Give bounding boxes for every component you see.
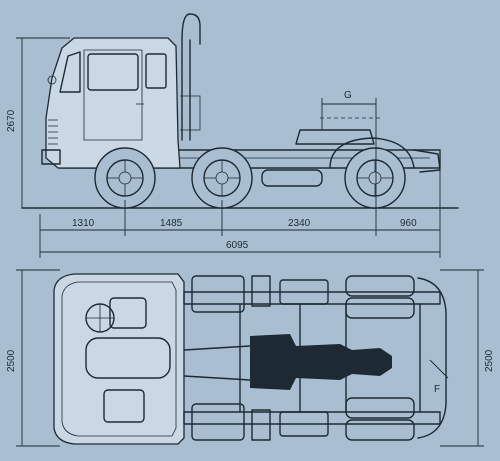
width-right-label: 2500 <box>484 349 495 372</box>
middle-axle-wheel <box>191 147 253 209</box>
front-axle-wheel <box>94 147 156 209</box>
front-bumper <box>41 149 61 165</box>
middle-right-wheel-top <box>279 411 329 437</box>
g-label: G <box>344 90 352 101</box>
rear-light <box>413 149 441 173</box>
width-left-label: 2500 <box>6 349 17 372</box>
rear-left-wheel-inner <box>345 297 415 319</box>
dim-2-label: 1485 <box>160 218 183 229</box>
windshield <box>59 51 81 93</box>
cab-body <box>45 37 181 169</box>
engine-cover <box>85 337 171 379</box>
door-window <box>87 53 139 91</box>
mirror <box>47 75 57 85</box>
dim-3-label: 2340 <box>288 218 311 229</box>
exhaust-stack <box>181 13 201 141</box>
rear-window <box>145 53 167 89</box>
driver-seat <box>109 297 147 329</box>
side-view: 2670 G 1310 1485 2340 960 6095 <box>6 13 459 258</box>
fifth-wheel <box>295 129 375 145</box>
fuel-tank <box>261 169 323 187</box>
rear-end <box>417 277 447 439</box>
rear-right-wheel-outer <box>345 419 415 441</box>
middle-left-wheel-top <box>279 279 329 305</box>
rear-left-wheel-outer <box>345 275 415 297</box>
front-left-wheel-top <box>191 275 245 313</box>
cab-roof <box>53 273 185 445</box>
dim-1-label: 1310 <box>72 218 95 229</box>
height-label: 2670 <box>6 109 17 132</box>
rear-right-wheel-inner <box>345 397 415 419</box>
dim-4-label: 960 <box>400 218 417 229</box>
rear-fender <box>329 137 415 169</box>
f-label: F <box>434 384 440 395</box>
grille <box>48 119 58 145</box>
front-right-wheel-top <box>191 403 245 441</box>
total-length-label: 6095 <box>226 240 249 251</box>
passenger-seat <box>103 389 145 423</box>
top-view: 2500 2500 <box>6 269 495 447</box>
drivetrain <box>250 334 392 390</box>
rear-axle-wheel <box>344 147 406 209</box>
